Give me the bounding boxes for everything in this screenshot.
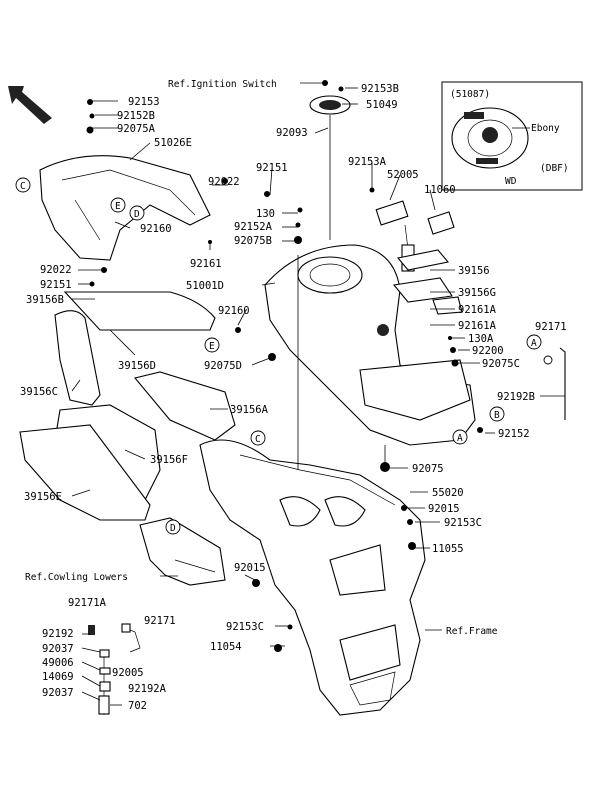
- part-39156e-label: 39156E: [24, 491, 62, 503]
- part-130a-label: 130A: [468, 333, 494, 345]
- part-39156d-label: 39156D: [118, 360, 156, 372]
- part-130-label: 130: [256, 208, 275, 220]
- svg-text:E: E: [209, 341, 215, 352]
- part-52005-label: 52005: [387, 169, 419, 181]
- fuel-pump-part: [375, 200, 463, 315]
- part-92093-label: 92093: [276, 127, 308, 139]
- part-92161a-upper-label: 92161A: [458, 304, 497, 316]
- part-51026e-label: 51026E: [154, 137, 192, 149]
- fuel-tank-part: [264, 244, 476, 446]
- ref-cowling-lowers-label: Ref.Cowling Lowers: [25, 572, 128, 583]
- part-labels: Ref.Ignition Switch 92153 92152B 92075A …: [20, 79, 567, 712]
- part-702-label: 702: [128, 700, 147, 712]
- front-direction-arrow-icon: [8, 86, 52, 124]
- breather-hoses: [88, 347, 566, 715]
- part-92015-upper-label: 92015: [428, 503, 460, 515]
- fastener-dots: [86, 80, 483, 652]
- callout-a-tank: A: [452, 429, 468, 445]
- frame-part: [199, 439, 426, 716]
- left-pads: [19, 291, 236, 521]
- inset-variant: (DBF): [540, 163, 569, 174]
- svg-text:A: A: [457, 433, 463, 444]
- part-11060-label: 11060: [424, 184, 456, 196]
- part-39156b-label: 39156B: [26, 294, 64, 306]
- part-92037-lower-label: 92037: [42, 687, 74, 699]
- part-92153a-label: 92153A: [348, 156, 387, 168]
- inset-caption: WD: [505, 176, 517, 187]
- inset-color: Ebony: [531, 123, 560, 134]
- ref-frame-label: Ref.Frame: [446, 626, 498, 637]
- callout-d-upper: D: [129, 205, 145, 221]
- callout-d-lower: D: [165, 519, 181, 535]
- part-92153c-lower-label: 92153C: [226, 621, 264, 633]
- part-92037-upper-label: 92037: [42, 643, 74, 655]
- svg-text:D: D: [170, 523, 176, 534]
- part-92153b-label: 92153B: [361, 83, 399, 95]
- callout-c-frame: C: [250, 430, 266, 446]
- part-92192b-label: 92192B: [497, 391, 535, 403]
- callout-e-lower: E: [204, 337, 220, 353]
- part-92152b-label: 92152B: [117, 110, 155, 122]
- fuel-cap-inset: (51087) Ebony (DBF) WD: [441, 81, 583, 191]
- part-92161a-lower-label: 92161A: [458, 320, 497, 332]
- part-92161-label: 92161: [190, 258, 222, 270]
- svg-text:C: C: [255, 434, 261, 445]
- callout-b-tank: B: [489, 406, 505, 422]
- leader-lines: [71, 82, 565, 706]
- part-39156g-label: 39156G: [458, 287, 496, 299]
- part-39156-label: 39156: [458, 265, 490, 277]
- part-92075d-label: 92075D: [204, 360, 242, 372]
- fuel-cap-part: [309, 95, 351, 240]
- part-92153-label: 92153: [128, 96, 160, 108]
- part-92075a-label: 92075A: [117, 123, 156, 135]
- part-39156f-label: 39156F: [150, 454, 188, 466]
- part-39156a-label: 39156A: [230, 404, 269, 416]
- callout-e-upper: E: [110, 197, 126, 213]
- part-92152a-label: 92152A: [234, 221, 273, 233]
- part-92160-lower-label: 92160: [218, 305, 250, 317]
- ref-ignition-switch-label: Ref.Ignition Switch: [168, 79, 277, 90]
- side-cover-part: [39, 155, 211, 261]
- part-92171-lower-label: 92171: [144, 615, 176, 627]
- part-92015-lower-label: 92015: [234, 562, 266, 574]
- part-92151-upper-label: 92151: [256, 162, 288, 174]
- part-92192a-label: 92192A: [128, 683, 167, 695]
- svg-text:B: B: [494, 410, 500, 421]
- part-92153c-upper-label: 92153C: [444, 517, 482, 529]
- part-92075-label: 92075: [412, 463, 444, 475]
- callout-a-right: A: [526, 334, 542, 350]
- inset-part-number: (51087): [450, 89, 490, 100]
- callout-c-left: C: [15, 177, 31, 193]
- svg-text:D: D: [134, 209, 140, 220]
- svg-text:E: E: [115, 201, 121, 212]
- part-92005-label: 92005: [112, 667, 144, 679]
- part-14069-label: 14069: [42, 671, 74, 683]
- part-92171-right-label: 92171: [535, 321, 567, 333]
- part-49006-label: 49006: [42, 657, 74, 669]
- part-11055-label: 11055: [432, 543, 464, 555]
- part-92152-label: 92152: [498, 428, 530, 440]
- part-92160-upper-label: 92160: [140, 223, 172, 235]
- part-39156c-label: 39156C: [20, 386, 58, 398]
- part-11054-label: 11054: [210, 641, 242, 653]
- svg-text:A: A: [531, 338, 537, 349]
- part-92200-label: 92200: [472, 345, 504, 357]
- part-55020-label: 55020: [432, 487, 464, 499]
- svg-text:C: C: [20, 181, 26, 192]
- part-92075b-label: 92075B: [234, 235, 272, 247]
- part-92192-label: 92192: [42, 628, 74, 640]
- cowling-lower-part: [139, 517, 226, 586]
- part-51001d-label: 51001D: [186, 280, 224, 292]
- part-51049-label: 51049: [366, 99, 398, 111]
- callout-b-right: [543, 355, 553, 365]
- part-92171a-label: 92171A: [68, 597, 107, 609]
- part-92151-lower-label: 92151: [40, 279, 72, 291]
- part-92022-lower-label: 92022: [40, 264, 72, 276]
- part-92075c-label: 92075C: [482, 358, 520, 370]
